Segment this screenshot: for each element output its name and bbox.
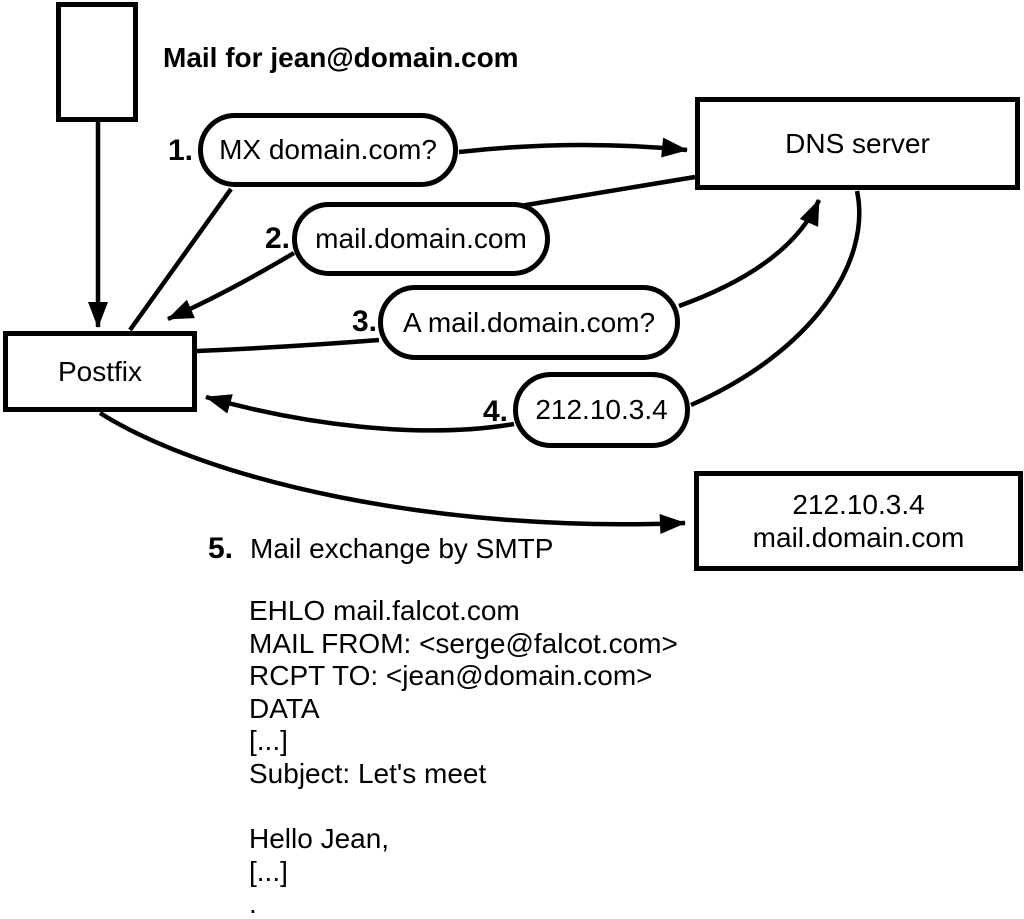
dns-server-label: DNS server — [785, 128, 930, 159]
arrow-postfix-to-mail-server — [98, 411, 686, 535]
step1-label: MX domain.com? — [219, 134, 437, 165]
smtp-line-hello: Hello Jean, — [249, 823, 390, 855]
mail-server-hostname: mail.domain.com — [752, 522, 965, 553]
step3-label: A mail.domain.com? — [402, 306, 656, 338]
dns-server-node: DNS server — [695, 97, 1020, 190]
smtp-line-rcpt-to: RCPT TO: <jean@domain.com> — [249, 660, 653, 692]
step3-number: 3. — [351, 305, 377, 338]
mail-message-icon — [56, 2, 138, 122]
smtp-line-ellipsis-1: [...] — [249, 725, 288, 757]
line-dns-to-step4 — [690, 190, 862, 408]
smtp-line-mail-from: MAIL FROM: <serge@falcot.com> — [249, 627, 678, 659]
smtp-line-ehlo: EHLO mail.falcot.com — [249, 595, 520, 626]
smtp-line-end-dot: . — [249, 888, 257, 919]
smtp-line-data: DATA — [249, 692, 320, 724]
step2-label: mail.domain.com — [315, 223, 527, 254]
step5-label: Mail exchange by SMTP — [250, 533, 554, 564]
arrow-step1-to-dns — [458, 137, 688, 158]
arrow-step2-to-postfix — [167, 251, 296, 322]
smtp-line-blank — [249, 791, 678, 824]
step3-a-query-pill: A mail.domain.com? — [378, 285, 680, 360]
smtp-line-subject: Subject: Let's meet — [249, 757, 487, 789]
step4-a-answer-pill: 212.10.3.4 — [513, 372, 690, 448]
line-dns-to-step2 — [519, 174, 696, 209]
step5-number: 5. — [207, 532, 233, 565]
step2-mx-answer-pill: mail.domain.com — [292, 202, 550, 276]
postfix-node: Postfix — [3, 331, 197, 412]
line-postfix-to-step1 — [128, 187, 233, 332]
step1-mx-query-pill: MX domain.com? — [198, 113, 458, 187]
step4-label: 212.10.3.4 — [535, 394, 668, 425]
smtp-line-ellipsis-2: [...] — [249, 855, 288, 887]
mail-server-node: 212.10.3.4 mail.domain.com — [694, 471, 1023, 571]
arrow-step4-to-postfix — [205, 394, 515, 433]
smtp-session-text: EHLO mail.falcot.com MAIL FROM: <serge@f… — [249, 595, 678, 919]
postfix-label: Postfix — [57, 356, 143, 387]
step4-number: 4. — [482, 395, 508, 428]
step1-number: 1. — [167, 134, 193, 167]
arrow-step3-to-dns — [678, 199, 822, 309]
mail-server-ip: 212.10.3.4 — [792, 489, 925, 520]
mail-for-caption: Mail for jean@domain.com — [163, 42, 519, 73]
step2-number: 2. — [264, 222, 290, 255]
line-postfix-to-step3 — [196, 337, 380, 354]
